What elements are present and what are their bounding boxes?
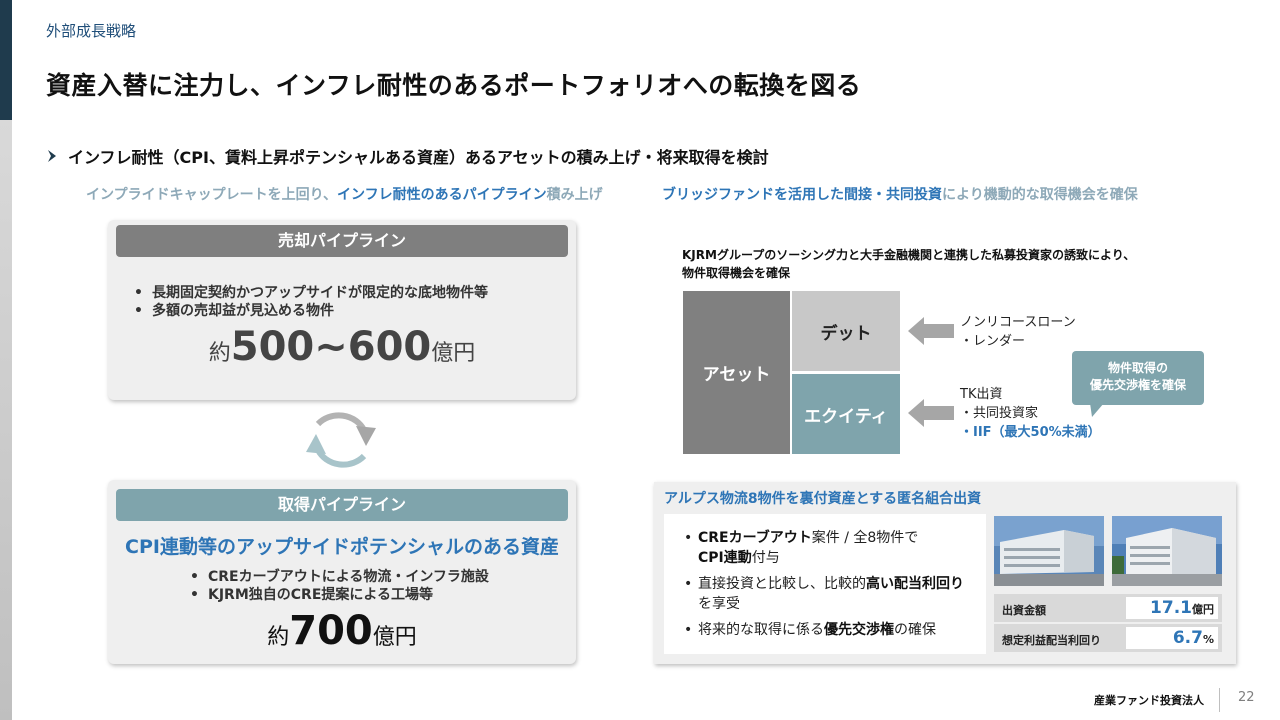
acquisition-pipeline-card: 取得パイプライン CPI連動等のアップサイドポテンシャルのある資産 CREカーブ… xyxy=(108,480,576,664)
equity-sources: TK出資 ・共同投資家 ・IIF（最大50%未満） xyxy=(960,385,1101,442)
acquisition-item: CREカーブアウトによる物流・インフラ施設 xyxy=(190,568,489,586)
sale-items: 長期固定契約かつアップサイドが限定的な底地物件等 多額の売却益が見込める物件 xyxy=(134,284,488,320)
sale-amount-value: 500~600 xyxy=(230,324,432,370)
bullet-heading-text: インフレ耐性（CPI、賃料上昇ポテンシャルある資産）あるアセットの積み上げ・将来… xyxy=(68,148,769,167)
sale-item: 長期固定契約かつアップサイドが限定的な底地物件等 xyxy=(134,284,488,302)
sale-pipeline-card: 売却パイプライン 長期固定契約かつアップサイドが限定的な底地物件等 多額の売却益… xyxy=(108,220,576,400)
sale-amount-prefix: 約 xyxy=(208,341,231,366)
metric-label: 想定利益配当利回り xyxy=(1002,634,1101,647)
footer-divider xyxy=(1219,688,1220,712)
equity-source-line: TK出資 xyxy=(960,387,1003,402)
bullet-heading: インフレ耐性（CPI、賃料上昇ポテンシャルある資産）あるアセットの積み上げ・将来… xyxy=(46,144,769,168)
chevron-right-icon xyxy=(46,148,68,167)
acquisition-amount-value: 700 xyxy=(289,608,373,654)
cycle-arrows-icon xyxy=(300,406,382,478)
accent-bar-bottom xyxy=(0,120,12,720)
acquisition-amount-prefix: 約 xyxy=(267,625,290,650)
metric-number: 17.1 xyxy=(1150,598,1192,618)
left-subhead: インプライドキャップレートを上回り、インフレ耐性のあるパイプライン積み上げ xyxy=(86,184,603,204)
warehouse-photo xyxy=(994,516,1104,586)
sale-item: 多額の売却益が見込める物件 xyxy=(134,302,488,320)
metric-row-investment: 出資金額 17.1億円 xyxy=(994,594,1222,622)
equity-source-iif: ・IIF（最大50%未満） xyxy=(960,425,1101,440)
priority-bubble-line2: 優先交渉権を確保 xyxy=(1089,378,1186,392)
tk-item-text: 将来的な取得に係る xyxy=(698,622,824,638)
sale-amount: 約500~600億円 xyxy=(108,324,576,370)
tk-item: 将来的な取得に係る優先交渉権の確保 xyxy=(684,620,936,640)
acquisition-title: CPI連動等のアップサイドポテンシャルのある資産 xyxy=(125,536,559,558)
metric-unit: % xyxy=(1202,633,1214,646)
page-number: 22 xyxy=(1238,690,1255,705)
tk-item-bold: 優先交渉権 xyxy=(824,622,894,638)
tk-item-bold: 高い配当利回り xyxy=(866,576,964,592)
tk-item-text: 直接投資と比較し、比較的 xyxy=(698,576,866,592)
left-subhead-highlight: インフレ耐性のあるパイプライン xyxy=(337,187,547,203)
tk-item-text: 案件 / 全8物件で xyxy=(811,530,919,546)
sourcing-note-line2: 物件取得機会を確保 xyxy=(682,266,791,280)
left-subhead-post: 積み上げ xyxy=(546,187,603,203)
tk-item-bold: CREカーブアウト xyxy=(698,530,812,546)
sale-pipeline-header: 売却パイプライン xyxy=(116,225,568,257)
metric-value: 17.1億円 xyxy=(1126,597,1218,619)
sourcing-note: KJRMグループのソーシング力と大手金融機関と連携した私募投資家の誘致により、 … xyxy=(682,246,1135,282)
tk-item: CREカーブアウト案件 / 全8物件で CPI連動付与 xyxy=(684,528,919,568)
priority-bubble: 物件取得の 優先交渉権を確保 xyxy=(1072,351,1204,405)
tk-item: 直接投資と比較し、比較的高い配当利回り を享受 xyxy=(684,574,964,614)
right-subhead-highlight: ブリッジファンドを活用した間接・共同投資 xyxy=(662,187,942,203)
section-label: 外部成長戦略 xyxy=(46,22,137,40)
metric-unit: 億円 xyxy=(1192,603,1214,616)
metric-label: 出資金額 xyxy=(1002,604,1046,617)
warehouse-photo xyxy=(1112,516,1222,586)
stack-equity: エクイティ xyxy=(792,374,900,454)
right-subhead: ブリッジファンドを活用した間接・共同投資により機動的な取得機会を確保 xyxy=(662,184,1138,204)
acquisition-item: KJRM独自のCRE提案による工場等 xyxy=(190,586,489,604)
metric-number: 6.7 xyxy=(1172,628,1203,648)
page-title: 資産入替に注力し、インフレ耐性のあるポートフォリオへの転換を図る xyxy=(46,71,862,100)
bubble-tail xyxy=(1090,403,1106,423)
left-subhead-pre: インプライドキャップレートを上回り、 xyxy=(86,187,338,203)
equity-source-line: ・共同投資家 xyxy=(960,406,1039,421)
accent-bar-top xyxy=(0,0,12,120)
tk-item-text: を享受 xyxy=(698,596,740,612)
sourcing-note-line1: KJRMグループのソーシング力と大手金融機関と連携した私募投資家の誘致により、 xyxy=(682,248,1136,262)
acquisition-amount-unit: 億円 xyxy=(372,625,417,650)
footer-company: 産業ファンド投資法人 xyxy=(1094,694,1204,707)
equity-arrow-icon xyxy=(908,398,954,432)
debt-source-line: ・レンダー xyxy=(960,334,1026,349)
stack-asset: アセット xyxy=(683,291,790,454)
debt-arrow-icon xyxy=(908,316,954,350)
acquisition-amount: 約700億円 xyxy=(108,608,576,654)
metric-value: 6.7% xyxy=(1126,627,1218,649)
priority-bubble-line1: 物件取得の xyxy=(1107,361,1168,375)
tk-item-bold: CPI連動 xyxy=(698,550,752,566)
metric-row-yield: 想定利益配当利回り 6.7% xyxy=(994,624,1222,652)
tk-investment-panel: アルプス物流8物件を裏付資産とする匿名組合出資 CREカーブアウト案件 / 全8… xyxy=(654,482,1236,664)
tk-item-text: の確保 xyxy=(894,622,936,638)
stack-debt: デット xyxy=(792,291,900,371)
acquisition-items: CREカーブアウトによる物流・インフラ施設 KJRM独自のCRE提案による工場等 xyxy=(190,568,489,604)
right-subhead-post: により機動的な取得機会を確保 xyxy=(942,187,1138,203)
acquisition-pipeline-header: 取得パイプライン xyxy=(116,489,568,521)
debt-sources: ノンリコースローン ・レンダー xyxy=(960,313,1076,351)
tk-title: アルプス物流8物件を裏付資産とする匿名組合出資 xyxy=(664,491,982,507)
tk-bullets: CREカーブアウト案件 / 全8物件で CPI連動付与 直接投資と比較し、比較的… xyxy=(664,514,986,654)
tk-item-text: 付与 xyxy=(751,550,780,566)
debt-source-line: ノンリコースローン xyxy=(960,315,1076,330)
sale-amount-unit: 億円 xyxy=(431,341,476,366)
